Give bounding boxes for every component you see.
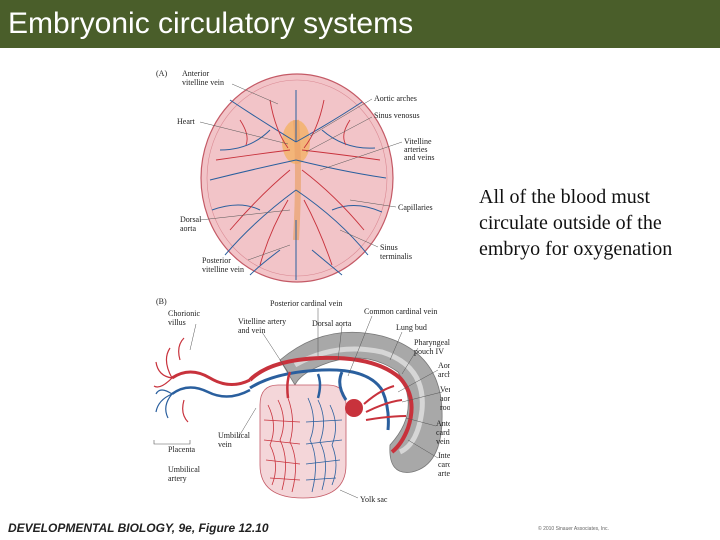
umbilical-artery-vessel [171,370,251,386]
circulation-figure: (A) [150,60,450,520]
label-vitelline-2: arteries [404,145,428,154]
label-placenta: Placenta [168,445,196,454]
embryo-inner [293,346,425,455]
label-anterior-cardinal-1: Anterior [436,419,450,428]
label-capillaries: Capillaries [398,203,433,212]
common-cardinal-vein-vessel [338,371,348,401]
vitelline-vein-vessel [316,373,322,399]
label-posterior-vitelline-vein-1: Posterior [202,256,231,265]
figure-caption: DEVELOPMENTAL BIOLOGY, 9e, Figure 12.10 [8,521,269,535]
yolk-sac-arteries [263,397,301,493]
label-internal-carotid-2: carotid [438,460,450,469]
dorsal-aorta-vessel [248,355,414,454]
vitelline-artery-vessel [286,371,292,399]
chorionic-villi [153,337,189,423]
label-dorsal-aorta-a-1: Dorsal [180,215,202,224]
label-pharyngeal-2: pouch IV [414,347,444,356]
label-anterior-vitelline-vein-1: Anterior [182,69,209,78]
label-anterior-cardinal-3: vein [436,437,450,446]
label-anterior-cardinal-2: cardinal [436,428,450,437]
label-aortic-arches: Aortic arches [374,94,417,103]
label-vitelline-artery-1: Vitelline artery [238,317,286,326]
cardinal-vein-vessel [249,368,390,431]
label-umbilical-vein-2: vein [218,440,232,449]
label-internal-carotid-1: Internal [438,451,450,460]
label-ventral-aortic-3: root [440,403,450,412]
label-umbilical-vein-1: Umbilical [218,431,251,440]
copyright-notice: © 2010 Sinauer Associates, Inc. [538,526,609,532]
panel-a-leaders [199,83,403,261]
label-vitelline-1: Vitelline [404,137,432,146]
placenta-bracket [153,440,191,445]
panel-a-label: (A) [156,69,167,78]
label-common-cardinal-vein: Common cardinal vein [364,307,437,316]
explanation-text: All of the blood must circulate outside … [479,186,673,260]
title-bar: Embryonic circulatory systems [0,0,720,48]
label-ventral-aortic-2: aortic [440,394,450,403]
label-umbilical-artery-2: artery [168,474,187,483]
label-dorsal-aorta-b: Dorsal aorta [312,319,352,328]
label-dorsal-aorta-a-2: aorta [180,224,196,233]
label-internal-carotid-3: artery [438,469,450,478]
panel-b: (B) [153,297,450,504]
panel-a: (A) [156,69,434,283]
label-pharyngeal-1: Pharyngeal [414,338,450,347]
yolk-sac-veins [305,397,343,493]
heart-b [345,399,363,417]
label-heart: Heart [177,117,196,126]
label-chorionic-villus-2: villus [168,318,186,327]
label-sinus-terminalis-1: Sinus [380,243,398,252]
circulation-diagram: (A) [153,69,450,504]
label-anterior-vitelline-vein-2: vitelline vein [182,78,224,87]
sinus-terminalis-ring [206,79,388,277]
panel-a-arteries [215,99,381,266]
embryo-axis [293,119,301,241]
yolk-sac [259,384,347,499]
label-vitelline-artery-2: and vein [238,326,265,335]
umbilical-vein-vessel [171,386,251,398]
slide-title: Embryonic circulatory systems [8,7,414,40]
label-lung-bud: Lung bud [396,323,427,332]
label-aortic-arch-2: arch III [438,370,450,379]
label-sinus-venosus: Sinus venosus [374,111,420,120]
label-chorionic-villus-1: Chorionic [168,309,200,318]
aortic-arches-b [363,385,407,421]
label-umbilical-artery-1: Umbilical [168,465,201,474]
label-aortic-arch-1: Aortic [438,361,450,370]
label-posterior-cardinal-vein: Posterior cardinal vein [270,299,342,308]
panel-b-leaders [189,308,443,499]
label-vitelline-3: and veins [404,153,434,162]
panel-a-veins [209,90,387,280]
label-ventral-aortic-1: Ventral [440,385,450,394]
label-yolk-sac: Yolk sac [360,495,388,504]
panel-b-label: (B) [156,297,167,306]
label-sinus-terminalis-2: terminalis [380,252,412,261]
label-posterior-vitelline-vein-2: vitelline vein [202,265,244,274]
